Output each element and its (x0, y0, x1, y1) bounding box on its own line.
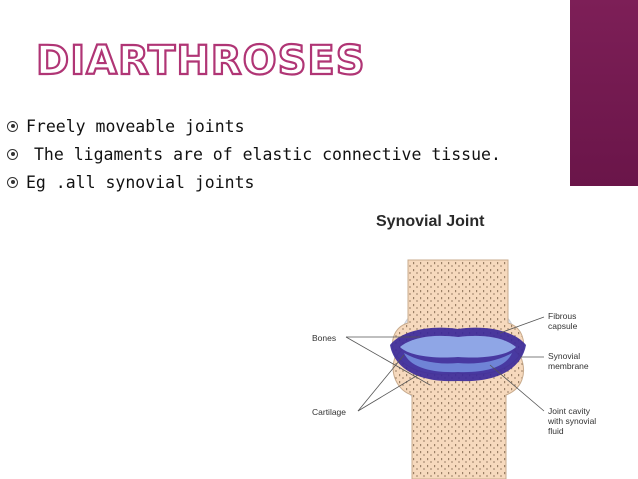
label-line: Joint cavity (548, 406, 591, 416)
diagram-title: Synovial Joint (376, 213, 485, 230)
bullet-text: Eg .all synovial joints (26, 172, 255, 192)
label-fibrous-capsule: Fibrous capsule (548, 311, 577, 331)
articular-cartilage (400, 335, 516, 358)
bullet-circle-icon (7, 176, 18, 188)
label-line: fluid (548, 426, 564, 436)
label-line: Fibrous (548, 311, 577, 321)
bullet-item: Freely moveable joints (7, 112, 501, 140)
bullet-circle-icon (7, 148, 18, 160)
slide-title: DIARTHROSES (35, 38, 366, 84)
accent-bar (570, 0, 638, 186)
bullet-item: Eg .all synovial joints (7, 168, 501, 196)
label-line: membrane (548, 361, 589, 371)
bullet-text: The ligaments are of elastic connective … (34, 144, 501, 164)
label-cartilage: Cartilage (312, 407, 347, 417)
label-bones: Bones (312, 333, 337, 343)
joint-illustration (345, 259, 545, 479)
label-line: capsule (548, 321, 578, 331)
label-joint-cavity: Joint cavity with synovial fluid (548, 406, 596, 436)
bullet-circle-icon (7, 120, 18, 132)
bullet-text: Freely moveable joints (26, 116, 245, 136)
label-line: with synovial (548, 416, 597, 426)
synovial-joint-diagram: Synovial Joint Bones Cartilage Fibrous c… (300, 205, 600, 479)
joint-cavity (404, 353, 512, 373)
bullet-item: The ligaments are of elastic connective … (7, 140, 501, 168)
label-line: Synovial (548, 351, 581, 361)
bullet-list: Freely moveable joints The ligaments are… (7, 112, 501, 196)
label-synovial-membrane: Synovial membrane (548, 351, 589, 371)
